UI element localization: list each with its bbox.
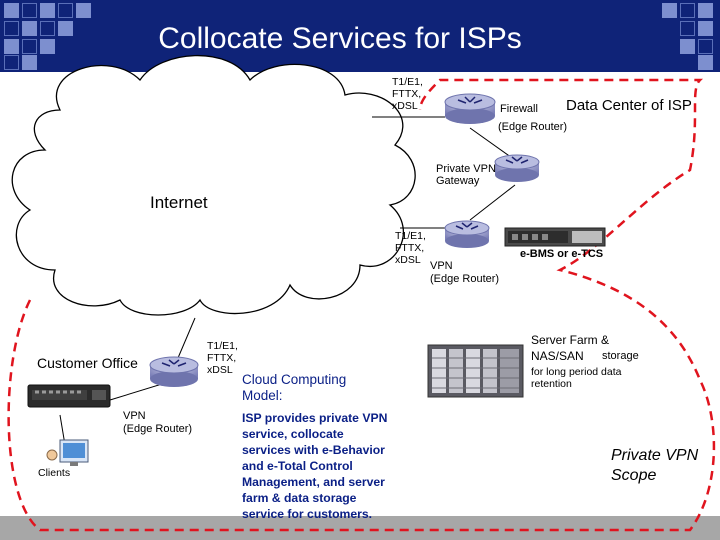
link-label-mid: T1/E1, FTTX, xDSL [395, 230, 426, 266]
firewall-label: Firewall [500, 103, 538, 115]
link-label-customer: T1/E1, FTTX, xDSL [207, 340, 238, 376]
line-gateway-to-vpn [469, 184, 516, 221]
ebms-server-icon [504, 227, 606, 247]
customer-switch-icon [27, 384, 111, 408]
vpn-customer-label: VPN (Edge Router) [123, 410, 193, 435]
vpn-edge-router-icon-dc [444, 220, 490, 248]
ebms-label: e-BMS or e-TCS [520, 248, 604, 260]
private-vpn-scope-label: Private VPN Scope [611, 447, 699, 484]
server-farm-label: Server Farm & [531, 333, 610, 347]
internet-cloud [11, 54, 416, 316]
customer-office-label: Customer Office [37, 355, 138, 371]
firewall-router-icon [444, 93, 496, 124]
cloud-computing-body: ISP provides private VPN service, colloc… [242, 411, 388, 521]
clients-label: Clients [38, 467, 71, 479]
server-farm-storage-label: storage [602, 350, 639, 362]
private-vpn-gateway-label: Private VPN Gateway [436, 163, 496, 187]
vpn-edge-router-icon-customer [149, 356, 199, 387]
vpn-gateway-router-icon [494, 154, 540, 182]
cloud-computing-heading: Cloud Computing Model: [242, 372, 347, 403]
internet-label: Internet [150, 193, 208, 212]
line-firewall-to-gateway [469, 127, 516, 161]
header-decor-squares [0, 0, 720, 72]
clients-pc-icon [46, 439, 89, 466]
data-center-label: Data Center of ISP [566, 97, 692, 114]
header-band [0, 0, 720, 72]
page-title: Collocate Services for ISPs [158, 22, 522, 55]
server-farm-nas-label: NAS/SAN [531, 349, 584, 363]
server-farm-retention-label: for long period data retention [531, 366, 622, 390]
link-label-top: T1/E1, FTTX, xDSL [392, 76, 423, 112]
edge-router-top-label: (Edge Router) [498, 121, 568, 133]
private-vpn-scope-boundary [7, 78, 716, 532]
server-farm-icon [427, 344, 524, 398]
vpn-dc-label: VPN (Edge Router) [430, 260, 500, 285]
footer-band [0, 516, 720, 540]
